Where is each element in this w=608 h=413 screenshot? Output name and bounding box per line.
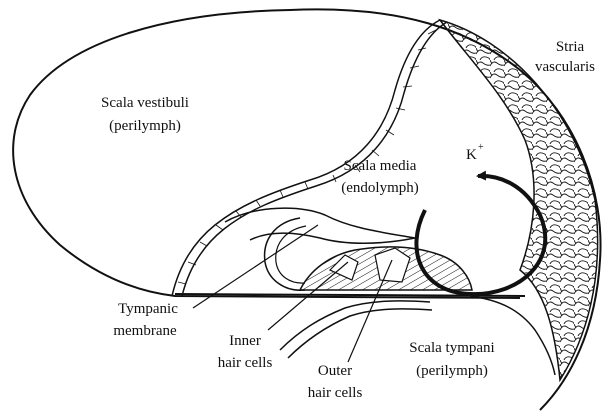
label-scala-vestibuli-sub: (perilymph) bbox=[109, 118, 181, 134]
label-scala-tympani-sub: (perilymph) bbox=[416, 363, 488, 379]
outer-boundary bbox=[13, 10, 520, 298]
osseous-spiral-lamina bbox=[280, 301, 430, 350]
label-stria-sub: vascularis bbox=[535, 59, 595, 75]
label-inner: Inner bbox=[229, 333, 261, 349]
label-scala-vestibuli: Scala vestibuli bbox=[101, 95, 189, 111]
label-outer: Outer bbox=[318, 363, 352, 379]
label-outer-sub: hair cells bbox=[308, 385, 363, 401]
label-tympanic: Tympanic bbox=[118, 301, 178, 317]
label-k-charge: + bbox=[478, 142, 484, 153]
label-scala-tympani: Scala tympani bbox=[409, 340, 494, 356]
label-scala-media-sub: (endolymph) bbox=[341, 180, 418, 196]
limbus-loop bbox=[265, 218, 305, 290]
label-scala-media: Scala media bbox=[344, 158, 417, 174]
label-stria: Stria bbox=[556, 39, 585, 55]
tectorial-membrane bbox=[225, 208, 415, 243]
label-tympanic-sub: membrane bbox=[113, 323, 177, 339]
label-k-ion: K bbox=[466, 147, 477, 163]
label-inner-sub: hair cells bbox=[218, 355, 273, 371]
